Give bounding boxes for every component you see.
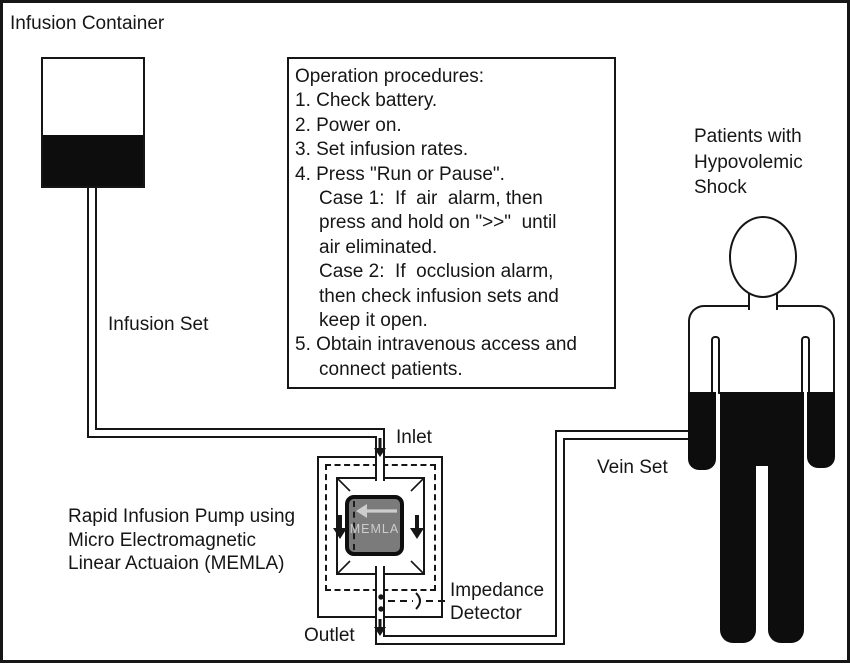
procedure-step: 5. Obtain intravenous access and [295, 334, 578, 356]
outlet-label: Outlet [304, 625, 355, 646]
procedure-step: 2. Power on. [295, 114, 402, 136]
procedure-case: keep it open. [319, 310, 428, 332]
patient-left-leg [720, 460, 756, 643]
patient-label-line: Shock [694, 177, 747, 198]
memla-dashed-line [353, 501, 355, 550]
patient-label-line: Hypovolemic [694, 151, 803, 173]
patient-right-arm [807, 392, 835, 468]
procedure-step: 4. Press "Run or Pause". [295, 163, 505, 185]
patient-right-leg [768, 460, 804, 643]
vein-set-label: Vein Set [597, 457, 668, 478]
inlet-label: Inlet [396, 427, 432, 448]
procedure-heading: Operation procedures: [295, 66, 485, 87]
procedure-step: 3. Set infusion rates. [295, 139, 469, 161]
procedure-step: connect patients. [319, 358, 463, 380]
impedance-detector-label: Impedance Detector [450, 579, 544, 625]
pump-name-line: Micro Electromagnetic [68, 529, 256, 551]
procedure-case: Case 2: If occlusion alarm, [319, 261, 554, 283]
impedance-label-line: Impedance [450, 580, 545, 601]
patient-right-arm-slot [801, 336, 810, 394]
procedure-step: 1. Check battery. [295, 90, 438, 112]
patient-label-line: Patients with [694, 126, 802, 147]
infusion-set-label: Infusion Set [108, 314, 209, 335]
memla-label: MEMLA [349, 522, 400, 536]
patient-label: Patients with Hypovolemic Shock [694, 124, 803, 201]
patient-left-arm [688, 392, 716, 470]
impedance-label-line: Detector [450, 603, 522, 624]
procedure-case: air eliminated. [319, 236, 438, 258]
procedure-case: Case 1: If air alarm, then [319, 188, 543, 210]
pump-name-line: Linear Actuaion (MEMLA) [68, 553, 285, 574]
procedure-case: press and hold on ">>" until [319, 212, 557, 234]
patient-lower-torso [720, 392, 804, 466]
patient-left-arm-slot [711, 336, 720, 394]
memla-actuator-block: MEMLA [345, 495, 404, 556]
infusion-fluid-fill [43, 135, 143, 186]
patient-head [729, 216, 797, 298]
pump-name-label: Rapid Infusion Pump using Micro Electrom… [68, 505, 295, 576]
infusion-container-label: Infusion Container [10, 13, 165, 34]
infusion-container-shape [41, 57, 145, 188]
pump-name-line: Rapid Infusion Pump using [68, 506, 296, 527]
operation-procedures-box: Operation procedures: 1. Check battery. … [287, 57, 616, 389]
procedure-case: then check infusion sets and [319, 285, 559, 307]
